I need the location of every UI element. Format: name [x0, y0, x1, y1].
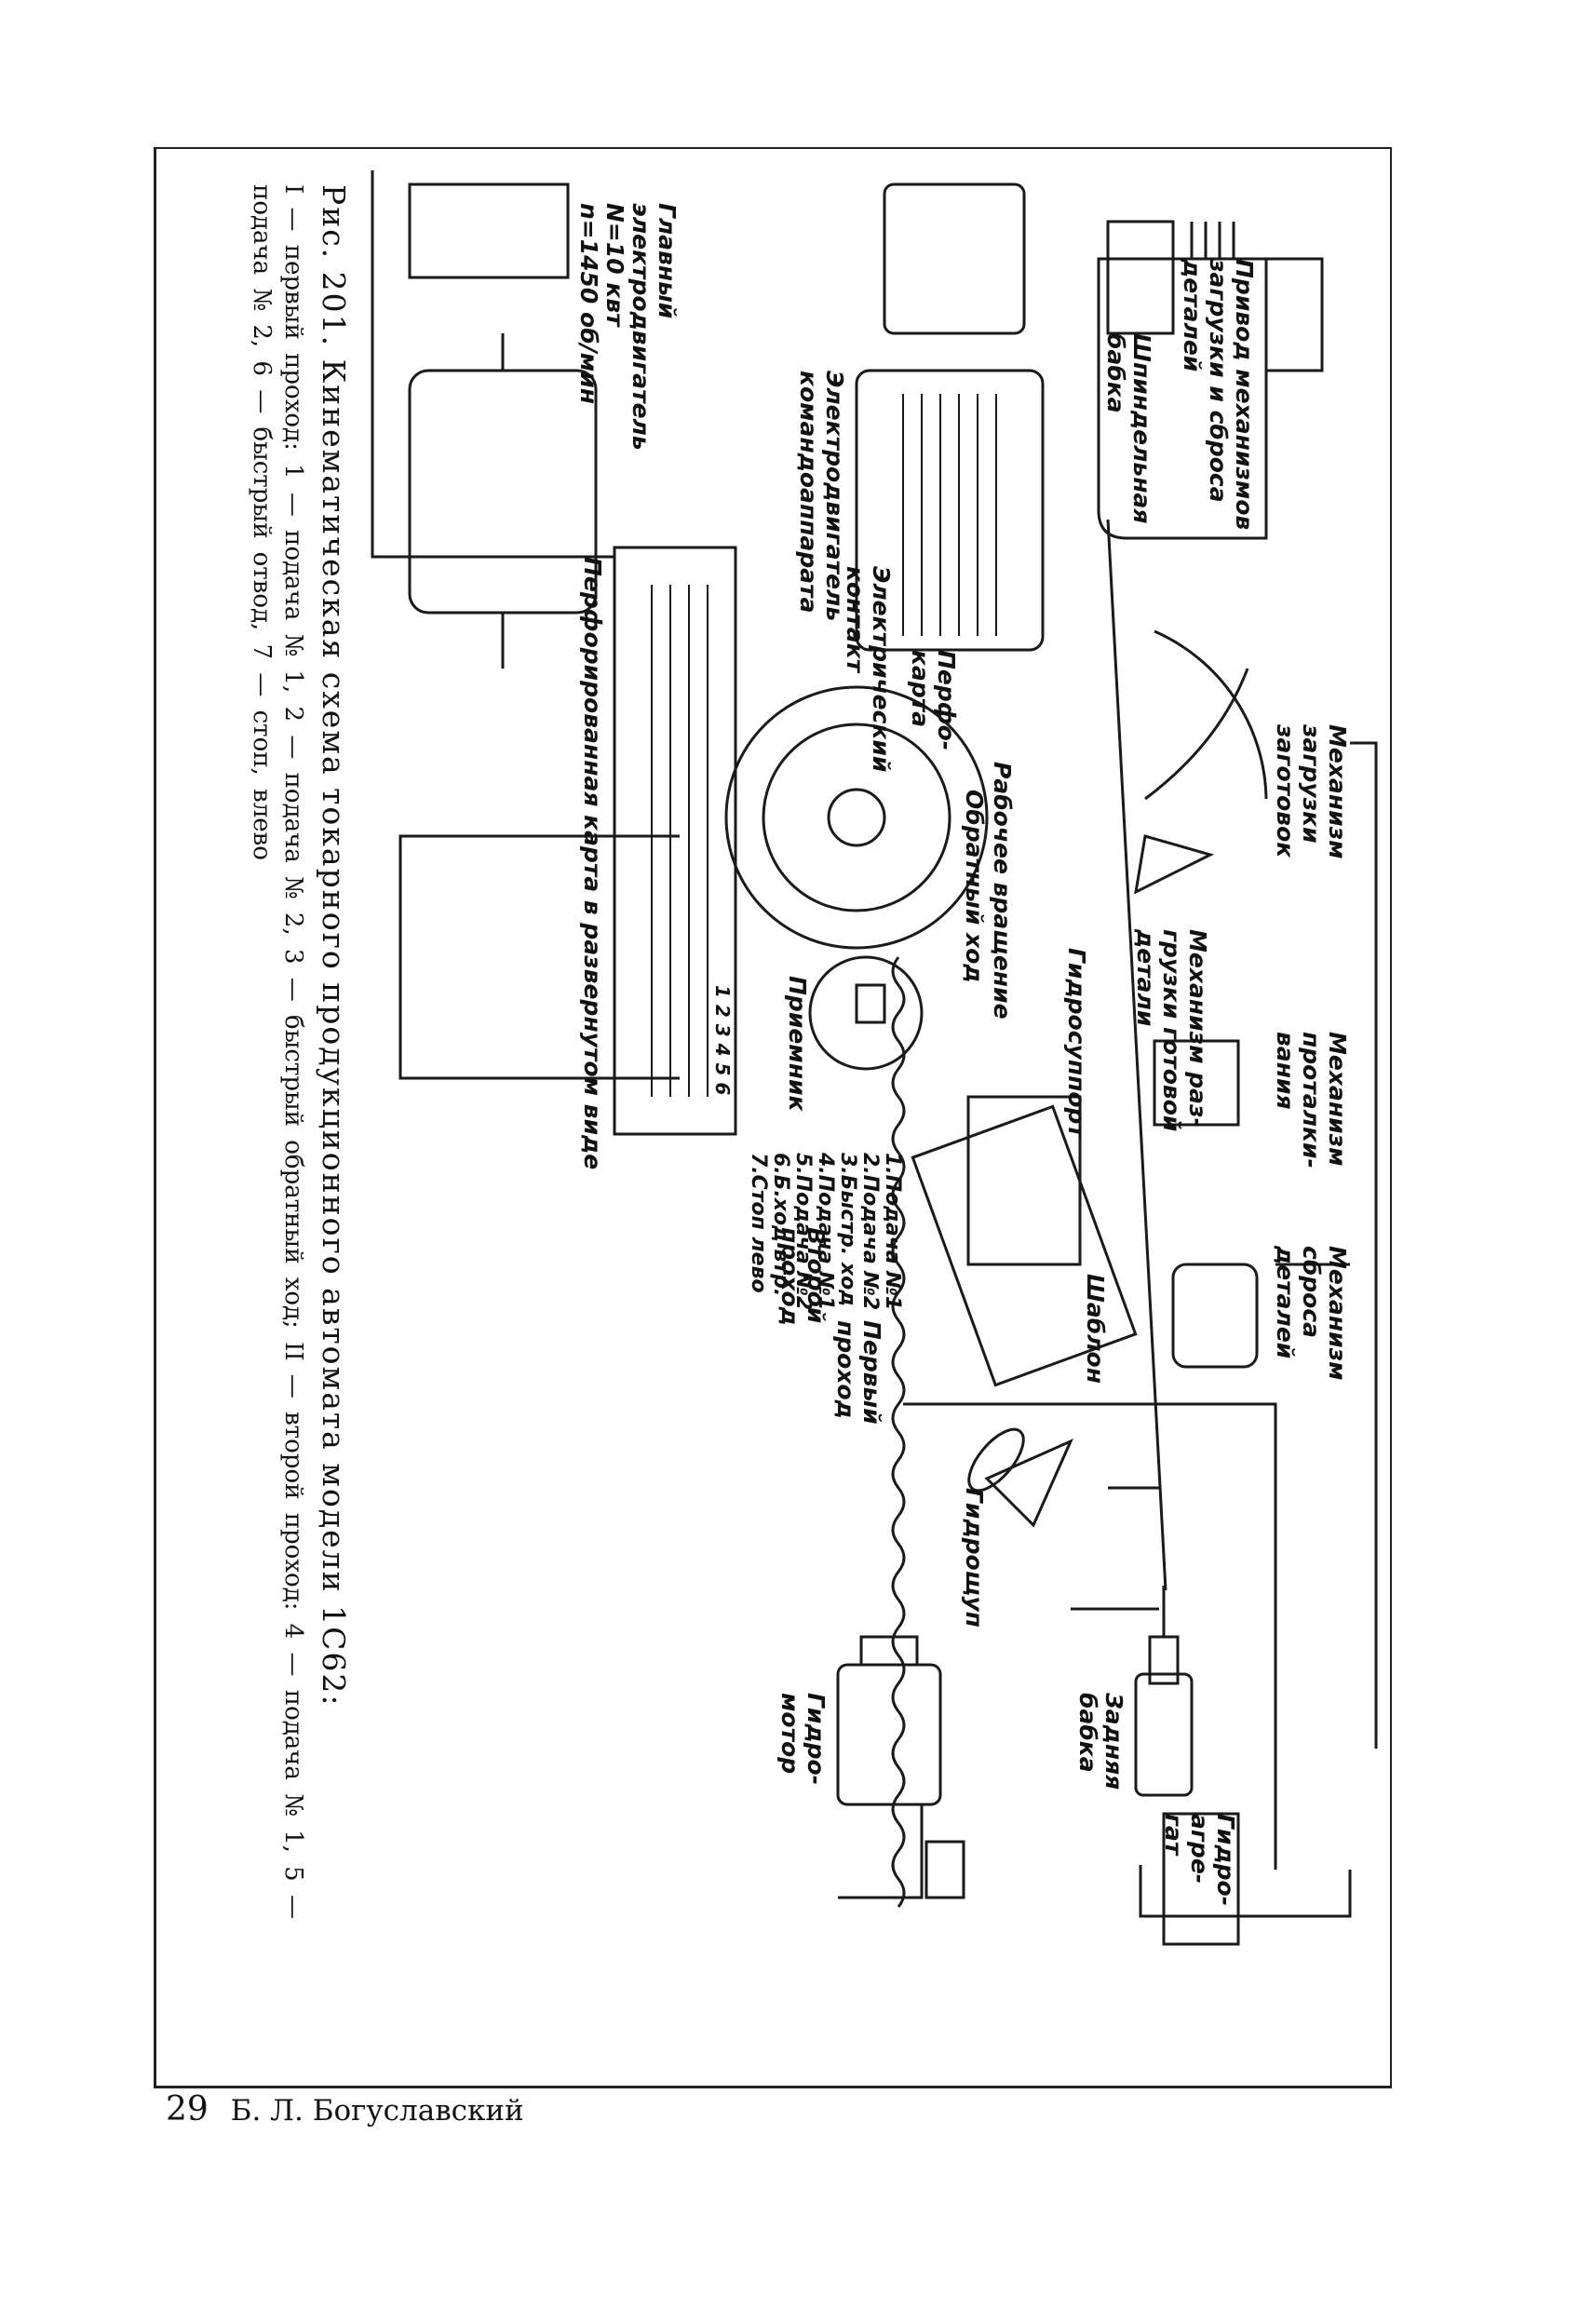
- label-hydro-support: Гидросуппорт: [1063, 948, 1090, 1138]
- hydraulic-line-long: [1350, 741, 1378, 1749]
- hydro-motor-body: [836, 1663, 942, 1806]
- caption-title: Рис. 201. Кинематическая схема токарного…: [316, 184, 352, 1708]
- hydro-aggregate-box: [1162, 1812, 1240, 1946]
- figure-caption: Рис. 201. Кинематическая схема токарного…: [246, 184, 354, 2009]
- page-number: 29: [166, 2090, 209, 2128]
- lead-screw: [891, 956, 906, 1908]
- label-el-contact: Электрический контакт: [842, 566, 895, 773]
- label-card-numbers: 1 2 3 4 5 6: [711, 985, 734, 1096]
- work-line: [1106, 519, 1167, 1591]
- label-unload-mechanism: Механизм сброса деталей: [1272, 1246, 1351, 1381]
- author-name: Б. Л. Богуславский: [230, 2094, 524, 2128]
- label-hydro-probe: Гидрощуп: [961, 1488, 988, 1628]
- rotated-figure: Гидро- агре- гат Задняя бабка Гидро- мот…: [154, 147, 1387, 2084]
- kinematic-diagram: [371, 170, 1378, 1946]
- page-footer: 29 Б. Л. Богуславский: [166, 2090, 524, 2128]
- label-hydro-aggregate: Гидро- агре- гат: [1160, 1814, 1239, 1907]
- hydro-support-block: [911, 1104, 1138, 1387]
- label-reverse-stroke: Обратный ход: [961, 790, 988, 983]
- spindle-head: [1097, 257, 1268, 540]
- tailstock-body: [1134, 1672, 1194, 1797]
- label-drive-mechanisms: Привод механизмов загрузки и сброса дета…: [1179, 259, 1258, 531]
- label-template: Шаблон: [1082, 1274, 1109, 1384]
- unload-mechanism-box: [1171, 1263, 1259, 1369]
- command-apparatus: [855, 369, 1045, 652]
- hydraulic-line-main: [903, 1402, 1277, 1870]
- label-unload-ready-mechanism: Механизм раз- грузки готовой детали: [1132, 929, 1211, 1132]
- label-tailstock: Задняя бабка: [1074, 1693, 1127, 1790]
- label-first-pass: Первый проход: [832, 1320, 885, 1425]
- label-cmd-motor: Электродвигатель командоаппарата: [795, 371, 848, 622]
- label-second-pass: Второй проход: [776, 1227, 830, 1326]
- figure-frame: [154, 147, 1392, 2088]
- label-spindle-head: Шпиндельная бабка: [1102, 333, 1155, 524]
- label-unrolled-card: Перфорированная карта в развернутом виде: [579, 557, 606, 1170]
- label-hydro-motor: Гидро- мотор: [776, 1693, 830, 1786]
- hydraulic-line-outer: [1139, 1865, 1352, 1918]
- unrolled-card: [613, 546, 737, 1136]
- label-main-motor: Главный электродвигатель N=10 квт n=1450…: [575, 203, 681, 451]
- label-push-mechanism: Механизм проталки- вания: [1272, 1032, 1351, 1169]
- card-drum: [724, 685, 989, 950]
- label-punch-card: Перфо- карта: [907, 650, 960, 751]
- label-load-mechanism: Механизм загрузки заготовок: [1272, 724, 1351, 859]
- label-working-rotation: Рабочее вращение: [989, 762, 1016, 1020]
- label-receiver: Приемник: [784, 976, 811, 1112]
- main-motor: [408, 369, 598, 615]
- caption-legend: I — первый проход: 1 — подача № 1, 2 — п…: [248, 184, 307, 1919]
